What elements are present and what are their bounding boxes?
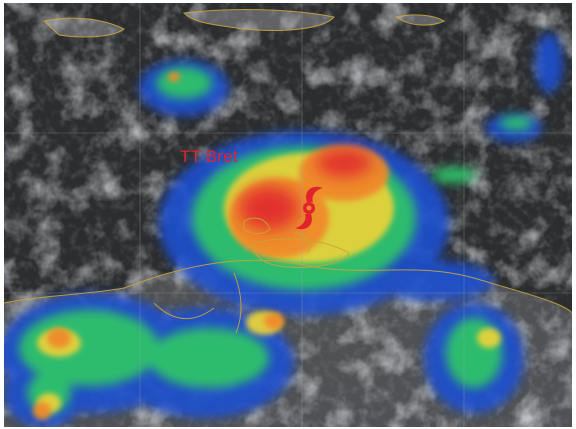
coastlines [4, 9, 572, 334]
satellite-canvas [4, 3, 572, 427]
lat-lon-grid [4, 3, 572, 427]
storm-name-label: TT Bret [180, 147, 238, 166]
satellite-image: TT Bret [4, 3, 572, 427]
tropical-storm-icon [295, 186, 323, 230]
convection-red [239, 149, 372, 230]
